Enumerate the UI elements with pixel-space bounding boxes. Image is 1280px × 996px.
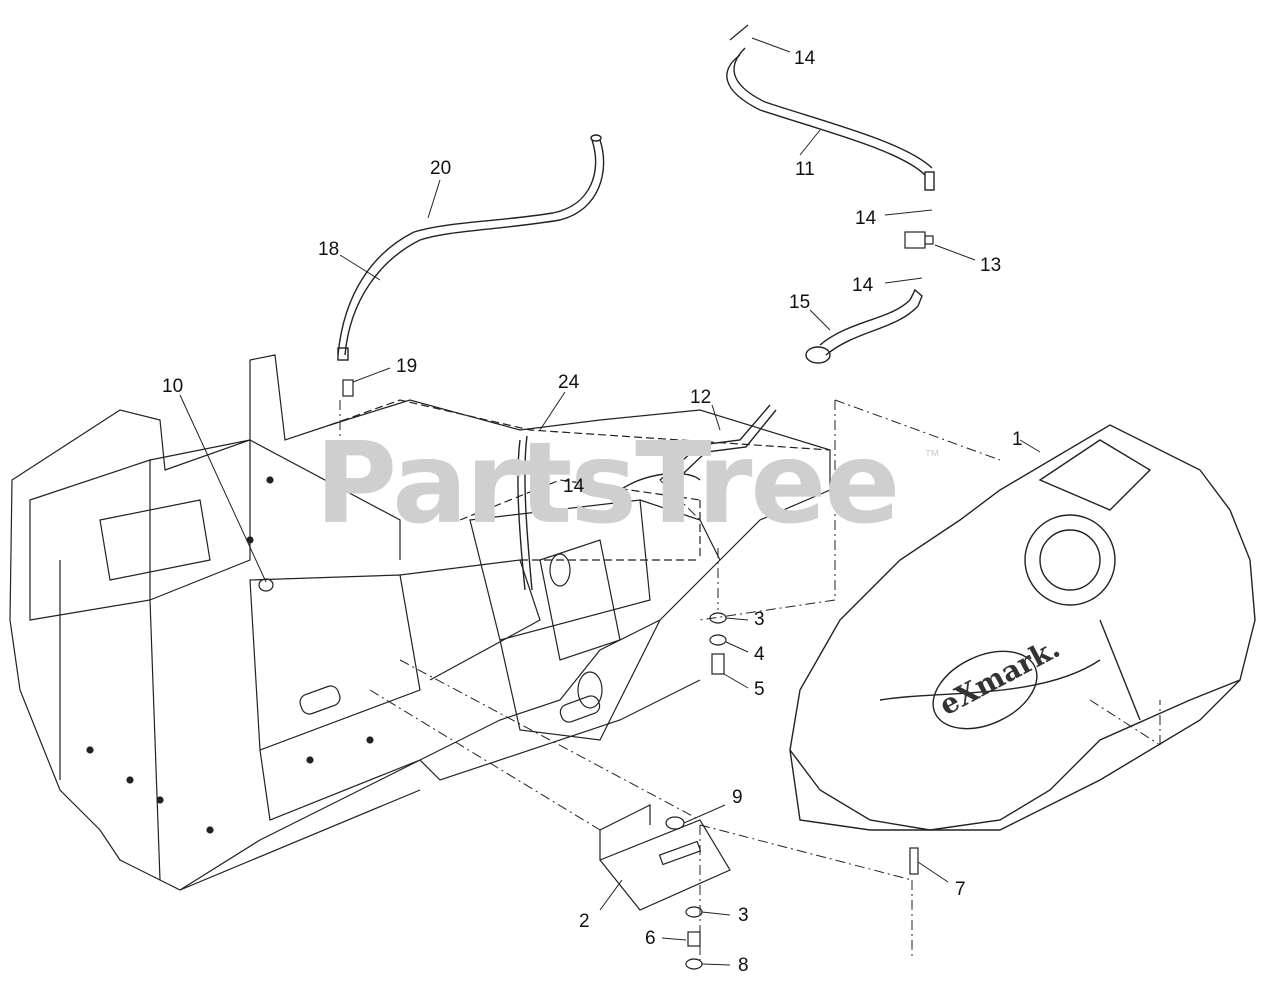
tank-tray <box>329 399 831 561</box>
callout-8: 8 <box>738 955 749 976</box>
alignment-lines <box>339 399 1161 960</box>
fuel-valve <box>904 231 934 249</box>
callout-5: 5 <box>754 679 765 700</box>
callout-20: 20 <box>430 158 452 179</box>
callout-13: 13 <box>980 255 1002 276</box>
watermark-trademark: ™ <box>924 448 940 465</box>
callout-3-lower: 3 <box>738 905 749 926</box>
callout-9: 9 <box>732 787 743 808</box>
frame-assembly <box>9 354 831 891</box>
callout-19: 19 <box>396 356 418 377</box>
callout-15: 15 <box>789 292 811 313</box>
bracket-assembly <box>599 804 731 911</box>
callout-3-upper: 3 <box>754 609 765 630</box>
callout-1: 1 <box>1012 429 1023 450</box>
leader-lines <box>179 37 1041 966</box>
fuel-tank <box>789 424 1256 831</box>
callout-18: 18 <box>318 239 340 260</box>
callout-14-lower: 14 <box>852 275 874 296</box>
hardware <box>258 24 919 970</box>
callout-12: 12 <box>690 387 712 408</box>
callout-14-upper: 14 <box>855 208 877 229</box>
callout-4: 4 <box>754 644 765 665</box>
callout-14-mid: 14 <box>563 476 585 497</box>
watermark-text: PartsTree <box>315 419 900 549</box>
callout-14-top: 14 <box>794 48 816 69</box>
callout-2: 2 <box>579 911 590 932</box>
callout-7: 7 <box>955 879 966 900</box>
callout-6: 6 <box>645 928 656 949</box>
callout-24: 24 <box>558 372 580 393</box>
callout-10: 10 <box>162 376 184 397</box>
hoses <box>337 47 935 591</box>
callout-11: 11 <box>795 159 815 180</box>
